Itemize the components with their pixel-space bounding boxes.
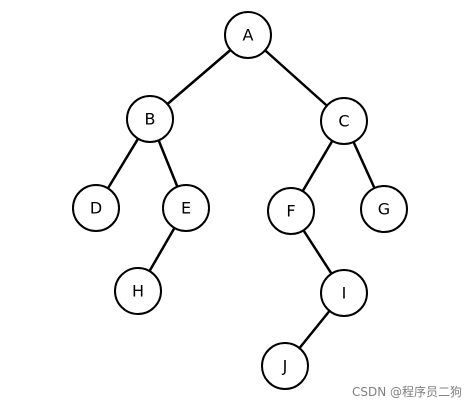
node-e: E — [162, 184, 210, 232]
node-label-i: I — [342, 284, 347, 303]
node-i: I — [320, 269, 368, 317]
node-a: A — [224, 11, 272, 59]
node-circle-g — [360, 185, 408, 233]
node-label-d: D — [90, 199, 102, 218]
node-c: C — [320, 97, 368, 145]
node-label-b: B — [145, 110, 156, 129]
node-label-a: A — [243, 26, 254, 45]
nodes-layer: A B C D E F G H I J — [72, 11, 408, 390]
node-j: J — [261, 342, 309, 390]
node-circle-d — [72, 184, 120, 232]
node-g: G — [360, 185, 408, 233]
node-f: F — [267, 187, 315, 235]
node-b: B — [126, 95, 174, 143]
node-h: H — [114, 267, 162, 315]
node-circle-c — [320, 97, 368, 145]
node-circle-a — [224, 11, 272, 59]
node-label-c: C — [338, 112, 349, 131]
node-circle-b — [126, 95, 174, 143]
node-circle-e — [162, 184, 210, 232]
node-label-j: J — [282, 357, 288, 376]
node-label-e: E — [181, 199, 191, 218]
node-label-h: H — [132, 282, 144, 301]
node-d: D — [72, 184, 120, 232]
node-label-f: F — [286, 202, 295, 221]
watermark: CSDN @程序员二狗 — [351, 385, 462, 399]
node-label-g: G — [378, 200, 390, 219]
node-circle-j — [261, 342, 309, 390]
node-circle-h — [114, 267, 162, 315]
node-circle-i — [320, 269, 368, 317]
node-circle-f — [267, 187, 315, 235]
